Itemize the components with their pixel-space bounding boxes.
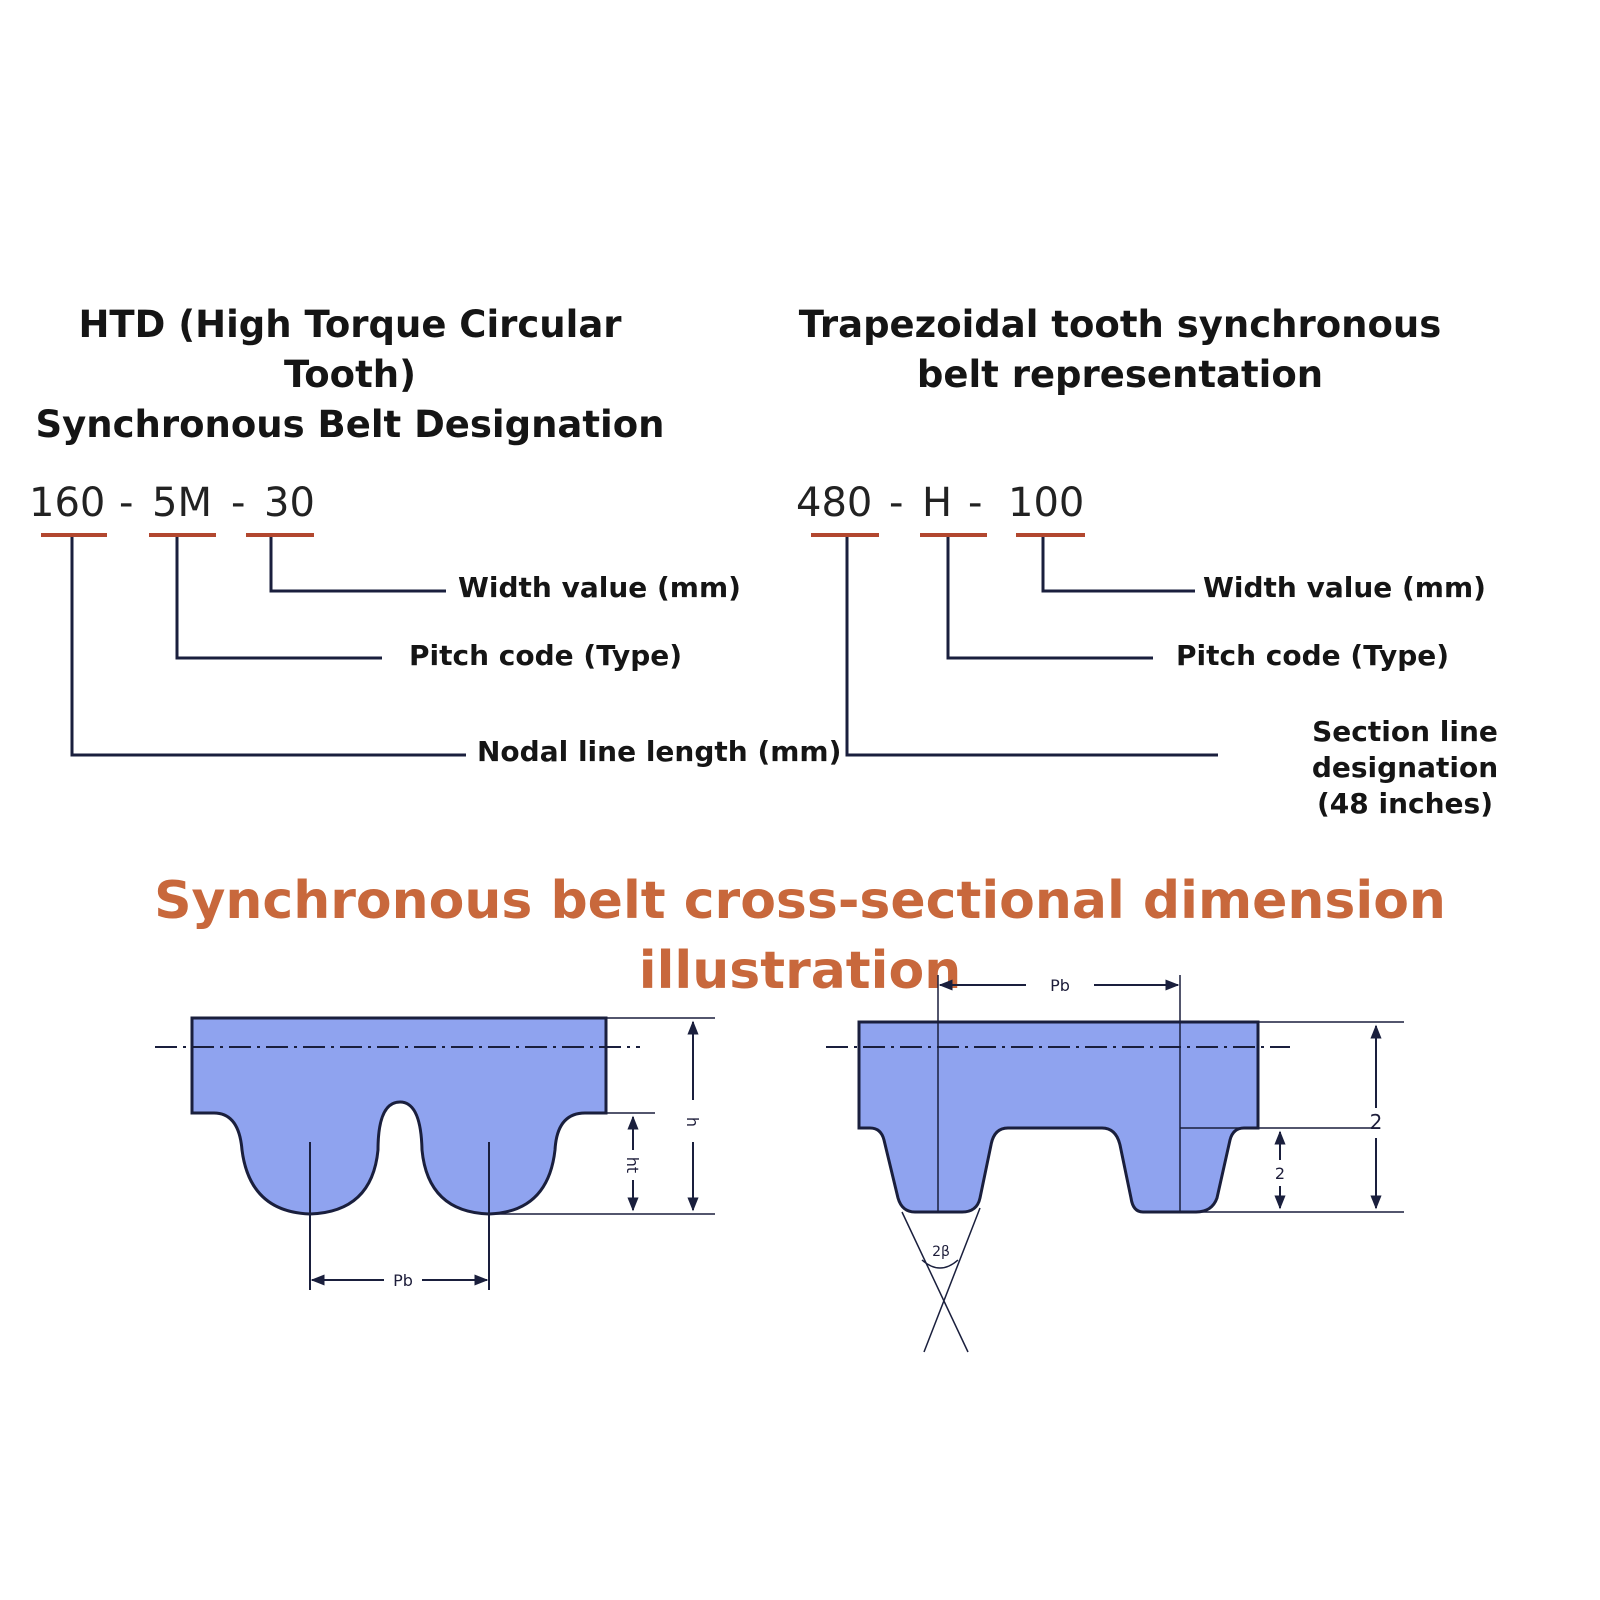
htd-code-sep2: - [231, 480, 246, 526]
htd-heading-line1: HTD (High Torque Circular Tooth) [78, 303, 622, 396]
htd-pitch-label: Pb [393, 1271, 413, 1290]
htd-tooth-height-label: ht [623, 1157, 642, 1173]
trapezoidal-heading: Trapezoidal tooth synchronous belt repre… [770, 300, 1470, 400]
trap-angle-flank-left [901, 1211, 969, 1353]
trap-section-label-line2: (48 inches) [1316, 787, 1494, 820]
trap-pitch-label: Pitch code (Type) [1176, 639, 1450, 672]
htd-code-length: 160 [29, 480, 106, 526]
section-title: Synchronous belt cross-sectional dimensi… [154, 871, 1446, 1001]
trap-tooth-height-label: 2 [1275, 1164, 1285, 1183]
trap-angle-flank-right [923, 1207, 981, 1353]
trap-pitch-label: Pb [1050, 976, 1070, 995]
htd-length-label: Nodal line length (mm) [477, 735, 842, 768]
htd-leader-lines [70, 537, 466, 757]
htd-heading-line2: Synchronous Belt Designation [35, 403, 665, 446]
trap-code-length: 480 [796, 480, 873, 526]
htd-leader-length [70, 537, 466, 757]
trap-code-width: 100 [1008, 480, 1085, 526]
htd-belt-body [190, 1016, 608, 1216]
trap-angle-label: 2β [932, 1244, 950, 1260]
trap-belt-profile: Pb 2 2 2β [826, 975, 1404, 1353]
htd-belt-profile: Pb h ht [155, 1016, 715, 1290]
trap-leader-width [1041, 537, 1195, 593]
trap-leader-lines [845, 537, 1218, 757]
trap-code-sep2: - [968, 480, 983, 526]
trap-angle-arc [921, 1259, 959, 1269]
trap-height-label: 2 [1370, 1110, 1383, 1134]
htd-code-pitch: 5M [152, 480, 212, 526]
htd-code-width: 30 [264, 480, 315, 526]
trap-width-label: Width value (mm) [1203, 571, 1486, 604]
htd-code-sep1: - [119, 480, 134, 526]
trapezoidal-heading-line2: belt representation [916, 353, 1324, 396]
trap-code-sep1: - [889, 480, 904, 526]
trap-leader-pitch [946, 537, 1153, 660]
trap-section-label-line1: Section line designation [1311, 715, 1499, 784]
htd-leader-width [269, 537, 446, 593]
trapezoidal-heading-line1: Trapezoidal tooth synchronous [798, 303, 1442, 346]
htd-leader-pitch [175, 537, 382, 660]
trap-belt-body [857, 1020, 1260, 1214]
trap-leader-section [845, 537, 1218, 757]
htd-height-label: h [683, 1117, 702, 1127]
htd-width-label: Width value (mm) [458, 571, 741, 604]
htd-heading: HTD (High Torque Circular Tooth) Synchro… [10, 300, 690, 450]
htd-pitch-label: Pitch code (Type) [409, 639, 683, 672]
trap-code-pitch: H [922, 480, 953, 526]
trap-section-label: Section line designation (48 inches) [1215, 714, 1595, 822]
